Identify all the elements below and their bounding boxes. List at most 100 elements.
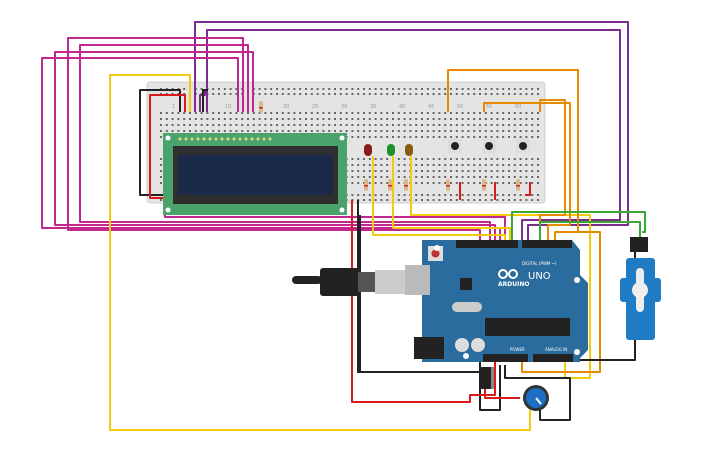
lcd-pin	[232, 137, 236, 141]
hole	[212, 93, 215, 95]
hole	[363, 199, 365, 201]
hole	[467, 118, 470, 120]
hole	[397, 118, 400, 120]
leds[interactable]	[364, 144, 413, 156]
hole	[258, 112, 261, 114]
orange-wire[interactable]	[539, 99, 566, 240]
potentiometer[interactable]	[523, 385, 549, 411]
push-button-1[interactable]	[448, 139, 462, 153]
hole	[368, 124, 371, 126]
yellow-wire[interactable]	[410, 156, 591, 379]
hole	[322, 124, 325, 126]
hole	[519, 88, 522, 90]
hole	[502, 136, 505, 138]
red-wire[interactable]	[525, 182, 531, 196]
resistors[interactable]	[259, 101, 520, 191]
push-buttons[interactable]	[448, 139, 530, 153]
green-wire[interactable]	[539, 221, 641, 240]
led[interactable]	[364, 144, 372, 156]
black-wire[interactable]	[139, 89, 181, 196]
red-wire[interactable]	[484, 389, 520, 399]
push-button-2[interactable]	[482, 139, 496, 153]
servo-motor[interactable]	[620, 237, 661, 340]
hole	[490, 176, 493, 178]
hole	[310, 130, 313, 132]
hole	[183, 130, 186, 132]
yellow-wire[interactable]	[392, 156, 511, 240]
hole	[415, 199, 418, 201]
push-button-3[interactable]	[516, 139, 530, 153]
hole	[247, 124, 249, 126]
hole	[310, 112, 313, 114]
hole	[513, 118, 516, 120]
lcd-pin	[262, 137, 266, 141]
led[interactable]	[405, 144, 413, 156]
red-wire[interactable]	[351, 200, 496, 403]
arduino-uno[interactable]: ARDUINO UNO DIGITAL (PWM ~) POWER ANALOG…	[405, 240, 588, 362]
hole	[537, 118, 539, 120]
red-wire[interactable]	[149, 94, 186, 199]
hole	[421, 93, 423, 95]
hole	[218, 124, 220, 126]
yellow-wire[interactable]	[109, 74, 531, 431]
hole	[473, 199, 476, 201]
hole	[508, 182, 510, 184]
lcd-display[interactable]	[163, 133, 347, 215]
hole	[299, 130, 302, 132]
hole	[189, 124, 191, 126]
hole	[461, 194, 464, 196]
hole	[374, 136, 377, 138]
hole	[293, 112, 296, 114]
hole	[287, 93, 290, 95]
hole	[479, 170, 481, 172]
hole	[368, 176, 371, 178]
hole	[218, 93, 220, 95]
hole	[299, 93, 302, 95]
hole	[322, 112, 325, 114]
orange-wire[interactable]	[521, 231, 601, 373]
hole	[229, 93, 232, 95]
hole	[189, 130, 191, 132]
orange-wire[interactable]	[447, 69, 579, 240]
hole	[415, 176, 418, 178]
hole	[531, 164, 534, 166]
orange-wire[interactable]	[483, 102, 571, 240]
hole	[519, 182, 522, 184]
hole	[537, 136, 539, 138]
hole	[328, 88, 331, 90]
black-wire[interactable]	[504, 365, 571, 421]
hole	[299, 112, 302, 114]
hole	[525, 118, 528, 120]
capacitor[interactable]	[479, 367, 494, 389]
black-wire[interactable]	[479, 365, 501, 411]
hole	[223, 124, 226, 126]
yellow-wire[interactable]	[372, 156, 506, 240]
purple-wire[interactable]	[206, 29, 621, 240]
hole	[351, 124, 354, 126]
pink-wire[interactable]	[67, 37, 481, 240]
lcd-screen	[178, 155, 333, 195]
hole	[397, 164, 400, 166]
green-wire[interactable]	[511, 211, 646, 240]
led[interactable]	[387, 144, 395, 156]
hole	[531, 93, 534, 95]
hole	[165, 124, 168, 126]
hole	[450, 158, 452, 160]
wires[interactable]	[41, 21, 646, 431]
hole	[508, 118, 510, 120]
hole	[444, 88, 447, 90]
hole	[397, 136, 400, 138]
hole	[426, 124, 429, 126]
hole	[374, 118, 377, 120]
hole	[223, 130, 226, 132]
hole	[479, 130, 481, 132]
hole	[508, 88, 510, 90]
hole	[444, 130, 447, 132]
hole	[461, 136, 464, 138]
hole	[426, 158, 429, 160]
black-wire[interactable]	[202, 89, 208, 112]
hole	[334, 88, 336, 90]
pink-wire[interactable]	[41, 57, 501, 240]
hole	[374, 158, 377, 160]
